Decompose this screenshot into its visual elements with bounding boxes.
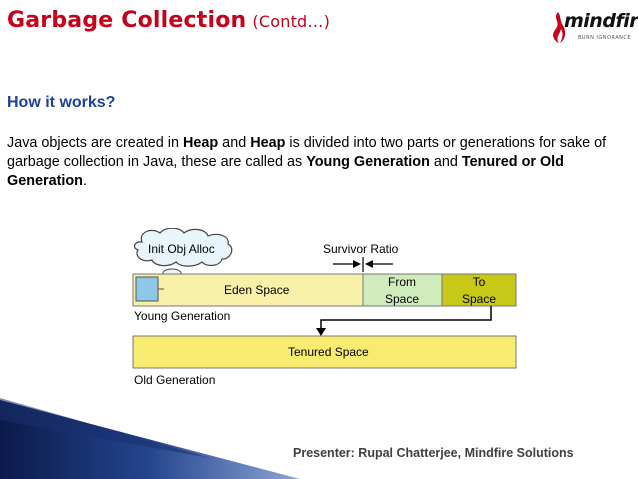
para-text-4: and [429, 154, 462, 170]
to-space-box [441, 273, 517, 307]
flame-icon [553, 12, 566, 43]
logo-tagline: BURN IGNORANCE [578, 35, 632, 41]
logo-text: mindfire [564, 10, 638, 32]
para-text-1: Java objects are created in [7, 135, 183, 151]
heap-diagram: Init Obj Alloc Survivor Ratio Eden Space… [132, 228, 517, 387]
eden-space-box [132, 273, 364, 307]
to-space-label-line1: To [473, 275, 486, 289]
section-heading: How it works? [7, 94, 116, 111]
from-space-box [362, 273, 443, 307]
young-generation-label: Young Generation [134, 309, 230, 323]
to-space-label-line2: Space [462, 292, 496, 306]
footer-swoosh [0, 398, 300, 479]
init-obj-alloc-label: Init Obj Alloc [148, 242, 215, 256]
slide-title: Garbage Collection (Contd…) [7, 8, 330, 33]
old-generation-label: Old Generation [134, 373, 215, 387]
presenter-credit: Presenter: Rupal Chatterjee, Mindfire So… [293, 446, 574, 460]
body-paragraph: Java objects are created in Heap and Hea… [7, 134, 635, 191]
para-text-5: . [82, 173, 87, 189]
para-bold-old-generation: Tenured or Old Generation [7, 154, 564, 189]
from-space-label-line2: Space [385, 292, 419, 306]
para-text-3: is divided into two parts or generations… [7, 135, 607, 170]
para-text-2: and [218, 135, 251, 151]
para-bold-young-generation: Young Generation [306, 154, 430, 170]
survivor-ratio-label: Survivor Ratio [323, 242, 399, 256]
tenured-space-box [132, 335, 517, 369]
tenured-space-label: Tenured Space [288, 345, 369, 359]
promotion-arrow [316, 306, 492, 336]
mindfire-logo: mindfire BURN IGNORANCE [548, 10, 638, 46]
title-text: Garbage Collection [7, 8, 247, 33]
title-suffix: (Contd…) [252, 12, 331, 31]
para-bold-heap-1: Heap [182, 135, 219, 151]
survivor-ratio-marker: Survivor Ratio [323, 242, 399, 272]
para-bold-heap-2: Heap [250, 135, 286, 151]
eden-space-label: Eden Space [224, 283, 290, 297]
from-space-label-line1: From [388, 275, 416, 289]
new-object-box [135, 276, 159, 302]
